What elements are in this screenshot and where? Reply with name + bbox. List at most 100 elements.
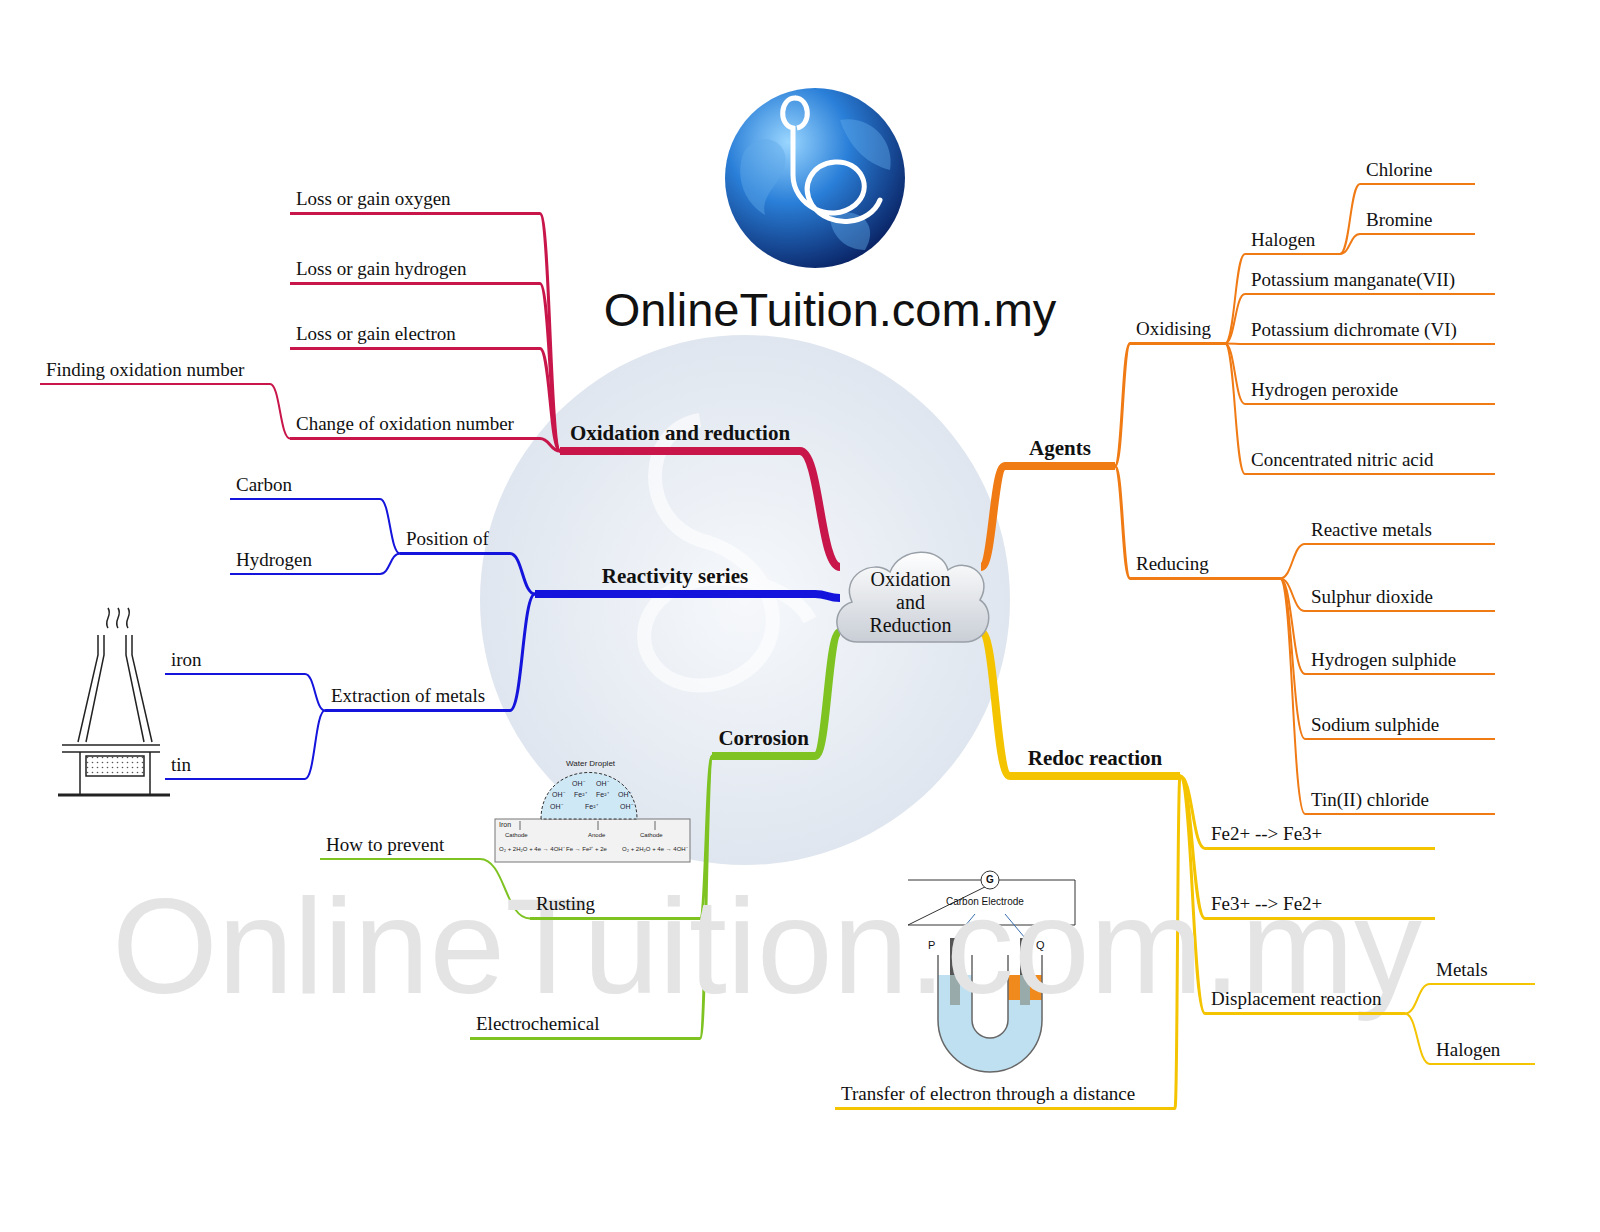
background-swirl xyxy=(644,420,810,686)
site-title: OnlineTuition.com.my xyxy=(560,284,1100,336)
cloud-outline xyxy=(837,552,989,642)
diagram-label: Fe²⁺ xyxy=(596,791,609,798)
topic-text: Finding oxidation number xyxy=(46,358,264,382)
main-branch-topic: Reactivity series xyxy=(535,563,815,598)
topic-text: Fe3+ --> Fe2+ xyxy=(1211,892,1429,916)
branch-topic: Loss or gain oxygen xyxy=(290,187,540,215)
topic-text: Rusting xyxy=(536,892,694,916)
branch-line xyxy=(540,214,560,452)
branch-topic: Carbon xyxy=(230,473,380,500)
topic-text: Metals xyxy=(1436,958,1529,982)
branch-topic: How to prevent xyxy=(320,833,480,860)
main-branch-topic: Oxidation and reduction xyxy=(560,420,800,455)
branch-topic: Fe3+ --> Fe2+ xyxy=(1205,892,1435,920)
branch-topic: Position of xyxy=(400,527,510,555)
branch-line xyxy=(1115,466,1130,579)
main-branch-topic: Redoc reaction xyxy=(1010,745,1180,780)
topic-text: Displacement reaction xyxy=(1211,987,1399,1011)
branch-line xyxy=(815,632,840,756)
topic-text: Agents xyxy=(1011,435,1109,461)
branch-topic: Rusting xyxy=(530,892,700,920)
diagram-label: Cathode xyxy=(640,832,663,838)
branch-topic: Loss or gain hydrogen xyxy=(290,257,540,285)
topic-text: Chlorine xyxy=(1366,158,1469,182)
topic-text: tin xyxy=(171,753,299,777)
branch-line xyxy=(510,554,535,595)
branch-line xyxy=(270,384,290,439)
branch-topic: Halogen xyxy=(1430,1038,1535,1065)
topic-text: iron xyxy=(171,648,299,672)
topic-text: Tin(II) chloride xyxy=(1311,788,1489,812)
topic-text: Electrochemical xyxy=(476,1012,694,1036)
branch-line xyxy=(1280,579,1305,815)
topic-text: Transfer of electron through a distance xyxy=(841,1082,1169,1106)
branch-line xyxy=(1280,579,1305,740)
diagram-label: Iron xyxy=(499,821,511,828)
diagram-label: OH⁻ xyxy=(572,780,585,787)
branch-line xyxy=(1115,344,1130,467)
main-branch-topic: Agents xyxy=(1005,435,1115,470)
topic-text: Potassium dichromate (VI) xyxy=(1251,318,1489,342)
branch-topic: Finding oxidation number xyxy=(40,358,270,385)
diagram-label: Q xyxy=(1036,940,1045,951)
branch-line xyxy=(1405,1014,1430,1065)
topic-text: Reactive metals xyxy=(1311,518,1489,542)
background-disc xyxy=(480,335,1010,865)
branch-topic: Displacement reaction xyxy=(1205,987,1405,1015)
branch-topic: Potassium manganate(VII) xyxy=(1245,268,1495,295)
topic-text: Sulphur dioxide xyxy=(1311,585,1489,609)
branch-topic: Fe2+ --> Fe3+ xyxy=(1205,822,1435,850)
branch-line xyxy=(540,439,560,452)
branch-line xyxy=(1225,254,1245,344)
diagram-label: Carbon Electrode xyxy=(946,897,1024,907)
diagram-label: Fe²⁺ xyxy=(574,791,587,798)
topic-text: Position of xyxy=(406,527,504,551)
diagram-label: Cathode xyxy=(505,832,528,838)
topic-text: How to prevent xyxy=(326,833,474,857)
branch-line xyxy=(380,554,400,575)
topic-text: Extraction of metals xyxy=(331,684,504,708)
branch-topic: iron xyxy=(165,648,305,675)
branch-topic: Electrochemical xyxy=(470,1012,700,1040)
branch-topic: Bromine xyxy=(1360,208,1475,235)
topic-text: Oxidation and reduction xyxy=(566,420,794,446)
branch-topic: Chlorine xyxy=(1360,158,1475,185)
topic-text: Oxidising xyxy=(1136,317,1219,341)
topic-text: Reducing xyxy=(1136,552,1274,576)
branch-line xyxy=(1340,184,1360,254)
topic-text: Loss or gain hydrogen xyxy=(296,257,534,281)
topic-text: Fe2+ --> Fe3+ xyxy=(1211,822,1429,846)
branch-topic: Loss or gain electron xyxy=(290,322,540,350)
topic-text: Halogen xyxy=(1251,228,1334,252)
diagram-label: Fe²⁺ xyxy=(585,803,598,810)
topic-text: Hydrogen peroxide xyxy=(1251,378,1489,402)
branch-line xyxy=(800,451,840,567)
branch-line xyxy=(1340,234,1360,254)
branch-topic: Concentrated nitric acid xyxy=(1245,448,1495,475)
branch-line xyxy=(510,594,535,711)
topic-text: Hydrogen sulphide xyxy=(1311,648,1489,672)
diagram-label: OH⁻ xyxy=(550,803,563,810)
center-cloud: Oxidation and Reduction xyxy=(828,542,993,657)
branch-topic: Tin(II) chloride xyxy=(1305,788,1495,815)
diagram-label: OH⁻ xyxy=(596,780,609,787)
branch-topic: Extraction of metals xyxy=(325,684,510,712)
topic-text: Potassium manganate(VII) xyxy=(1251,268,1489,292)
branch-topic: Metals xyxy=(1430,958,1535,985)
branch-line xyxy=(305,711,325,780)
rusting-diagram xyxy=(495,773,690,863)
branch-line xyxy=(981,466,1005,567)
diagram-label: OH⁻ xyxy=(552,791,565,798)
diagram-label: O₂ + 2H₂O + 4e → 4OH⁻ xyxy=(622,846,688,852)
topic-text: Corrosion xyxy=(718,725,809,751)
topic-text: Sodium sulphide xyxy=(1311,713,1489,737)
diagram-label: OH⁻ xyxy=(618,791,631,798)
branch-topic: Hydrogen xyxy=(230,548,380,575)
branch-line xyxy=(380,499,400,554)
topic-text: Oxidation and Reduction xyxy=(861,568,961,637)
globe-logo xyxy=(725,88,905,268)
main-branch-topic: Corrosion xyxy=(712,725,815,760)
diagram-label: Fe → Fe²⁺ + 2e xyxy=(566,846,607,852)
branch-topic: Transfer of electron through a distance xyxy=(835,1082,1175,1110)
